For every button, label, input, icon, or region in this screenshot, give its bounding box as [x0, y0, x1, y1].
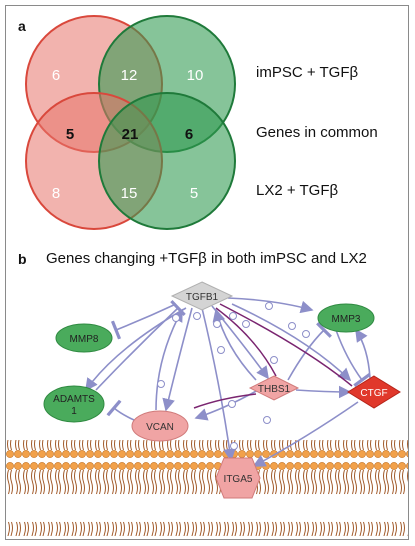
edge-mark — [302, 330, 310, 338]
node-vcan-shape — [131, 410, 189, 442]
edge-ctgf-mmp3 — [355, 328, 371, 379]
node-mmp8-label: MMP8 — [70, 334, 99, 345]
edge-mark — [265, 302, 273, 310]
edge-mark — [230, 442, 238, 450]
node-tgfb1-label: TGFB1 — [186, 292, 219, 303]
node-mmp3-shape — [317, 303, 375, 333]
legend-impsc: imPSC + TGFβ — [256, 64, 359, 81]
count-top-pair-overlap: 12 — [121, 67, 138, 84]
node-mmp8-shape — [55, 323, 113, 353]
edge-mark — [288, 322, 296, 330]
edge-thbs1-ctgf — [295, 385, 352, 399]
node-mmp3-label: MMP3 — [332, 314, 361, 325]
venn-circle-bottom-right — [98, 92, 236, 230]
edge-tgfb1-ctgf — [231, 303, 352, 382]
panel-a-letter: a — [18, 18, 26, 34]
count-left-pair-overlap: 5 — [66, 126, 74, 143]
edge-thbs1-vcan — [194, 389, 259, 421]
edge-mark — [242, 320, 250, 328]
count-right-bottom-only: 5 — [190, 185, 198, 202]
edge-tgfb1-mmp8 — [110, 303, 177, 340]
node-thbs1-label: THBS1 — [258, 384, 291, 395]
cell-membrane — [6, 440, 408, 536]
edge-mark — [228, 400, 236, 408]
edge-tgfb1-thbs1-purple — [215, 307, 277, 377]
node-adamts1-label-line2: 1 — [71, 406, 77, 417]
network-diagram: TGFB1 MMP8 MMP3 ADAMTS 1 THBS1 CTGF VCAN… — [6, 281, 408, 536]
node-adamts1-shape — [43, 385, 105, 423]
node-thbs1-shape — [248, 375, 300, 401]
edge-mark — [213, 320, 221, 328]
edge-thbs1-mmp3 — [287, 322, 332, 381]
count-bottom-pair-overlap: 15 — [121, 185, 138, 202]
edge-mark — [193, 312, 201, 320]
edge-mark — [270, 356, 278, 364]
edge-mark — [263, 416, 271, 424]
edge-mark — [157, 380, 165, 388]
edge-thbs1-tgfb1 — [212, 308, 257, 381]
node-itga5-shape — [215, 457, 261, 499]
venn-diagram: 6 12 10 8 15 5 5 21 6 — [25, 15, 236, 230]
edge-tgfb1-ctgf-purple — [219, 303, 353, 387]
node-vcan-label: VCAN — [146, 422, 174, 433]
count-center: 21 — [122, 126, 139, 143]
edge-mmp3-ctgf — [335, 329, 371, 387]
figure-frame: a 6 12 10 8 15 5 5 21 6 imPSC + TGFβ Gen… — [5, 5, 409, 540]
edge-thbs1-vcan-purple — [193, 393, 257, 409]
edge-mark — [217, 346, 225, 354]
legend-common: Genes in common — [256, 124, 378, 141]
edge-adamts1-tgfb1 — [95, 299, 186, 391]
count-left-bottom-only: 8 — [52, 185, 60, 202]
edge-tgfb1-mmp3 — [227, 297, 314, 314]
count-left-top-only: 6 — [52, 67, 60, 84]
edge-tgfb1-itga5 — [201, 307, 236, 462]
edge-mark — [172, 314, 180, 322]
legend-lx2: LX2 + TGFβ — [256, 182, 339, 199]
node-ctgf-shape — [347, 375, 401, 409]
node-adamts1-label-line1: ADAMTS — [53, 394, 95, 405]
edge-mark — [229, 312, 237, 320]
count-right-top-only: 10 — [187, 67, 204, 84]
node-ctgf-label: CTGF — [360, 388, 387, 399]
node-itga5-label: ITGA5 — [224, 474, 253, 485]
edge-tgfb1-vcan — [162, 307, 193, 412]
edge-tgfb1-adamts1 — [85, 307, 187, 392]
panel-b-letter: b — [18, 251, 27, 267]
node-tgfb1-shape — [170, 281, 234, 311]
edge-ctgf-itga5 — [252, 401, 359, 467]
count-right-pair-overlap: 6 — [185, 126, 193, 143]
edge-vcan-adamts1 — [106, 399, 135, 421]
panel-b-title: Genes changing +TGFβ in both imPSC and L… — [46, 250, 367, 267]
